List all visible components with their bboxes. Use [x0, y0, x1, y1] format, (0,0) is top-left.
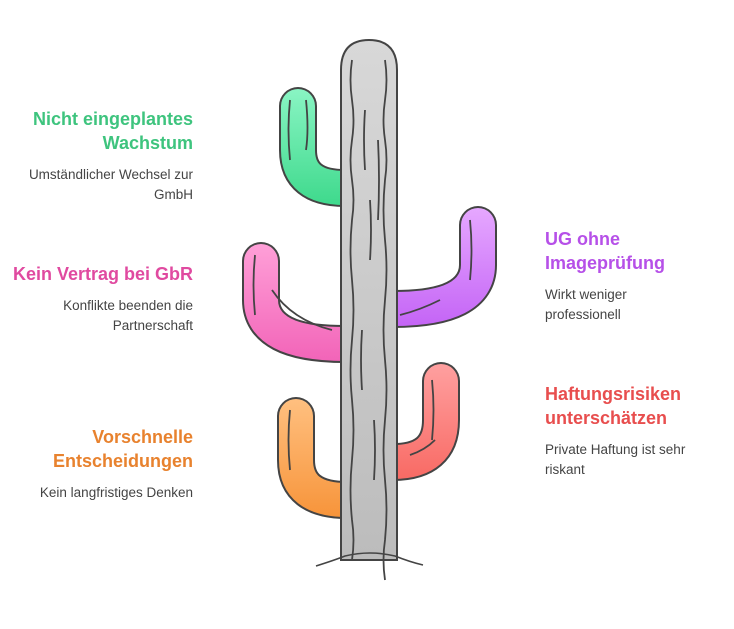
- red-arm: [374, 362, 460, 481]
- item-title: UG ohne Imageprüfung: [545, 229, 665, 273]
- cactus-trunk: [340, 38, 398, 561]
- item-description: Kein langfristiges Denken: [39, 485, 193, 500]
- item-title: Vorschnelle Entscheidungen: [52, 427, 193, 471]
- trunk-ridges: [252, 59, 473, 581]
- item-description: Umständlicher Wechsel zur GmbH: [28, 167, 193, 202]
- item-title: Kein Vertrag bei GbR: [12, 264, 193, 284]
- purple-arm: [374, 206, 497, 328]
- item-description: Private Haftung ist sehr riskant: [545, 442, 686, 477]
- orange-arm: [277, 397, 366, 519]
- item-nicht-eingeplantes-wachstum: Nicht eingeplantes Wachstum Umständliche…: [0, 107, 193, 205]
- item-vorschnelle-entscheidungen: Vorschnelle Entscheidungen Kein langfris…: [0, 425, 193, 503]
- green-arm: [279, 87, 364, 207]
- item-description: Konflikte beenden die Partnerschaft: [63, 298, 193, 333]
- item-kein-vertrag-bei-gbr: Kein Vertrag bei GbR Konflikte beenden d…: [0, 262, 193, 336]
- item-haftungsrisiken-unterschaetzen: Haftungsrisiken unterschätzen Private Ha…: [545, 382, 715, 480]
- item-title: Haftungsrisiken unterschätzen: [545, 384, 682, 428]
- item-ug-ohne-imagepruefung: UG ohne Imageprüfung Wirkt weniger profe…: [545, 227, 695, 325]
- pink-arm: [242, 242, 364, 363]
- ground-line: [315, 552, 424, 567]
- item-description: Wirkt weniger professionell: [545, 287, 627, 322]
- item-title: Nicht eingeplantes Wachstum: [32, 109, 193, 153]
